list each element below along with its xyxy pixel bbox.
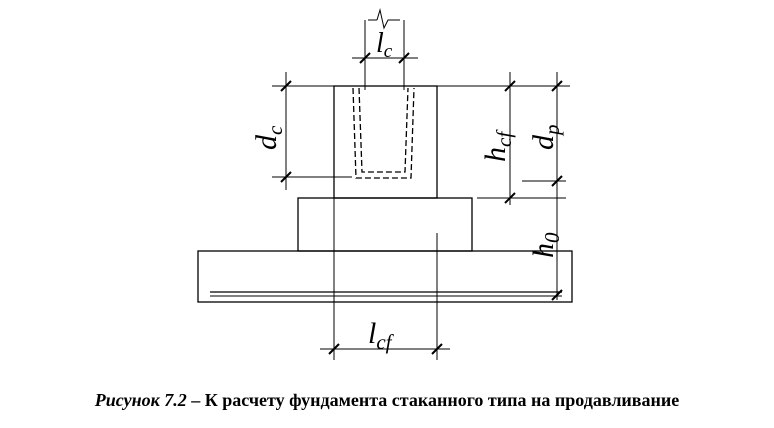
column-break-mark [364, 8, 405, 58]
base-slab [197, 250, 573, 303]
figure-title: – К расчету фундамента стаканного типа н… [186, 390, 680, 410]
column-outline-outer [352, 87, 415, 179]
lcf-label: lcf [368, 317, 395, 354]
foundation-diagram: lc dc hcf dp h0 [197, 8, 573, 360]
h0-label: h0 [527, 232, 564, 258]
figure-caption: Рисунок 7.2 – К расчету фундамента стака… [0, 390, 774, 411]
column-outline-inner [358, 87, 409, 173]
dc-label: dc [250, 125, 287, 150]
hcf-dimension [477, 72, 516, 205]
lc-label: lc [376, 28, 393, 62]
lc-dimension [352, 52, 418, 90]
dp-label: dp [527, 125, 564, 151]
lcf-dimension [320, 343, 450, 355]
plinth-step [297, 197, 473, 252]
hcf-label: hcf [479, 129, 516, 162]
dp-dimension [522, 72, 566, 301]
socket-block [333, 85, 438, 199]
dc-dimension [272, 72, 352, 190]
figure-number: Рисунок 7.2 [94, 390, 187, 410]
